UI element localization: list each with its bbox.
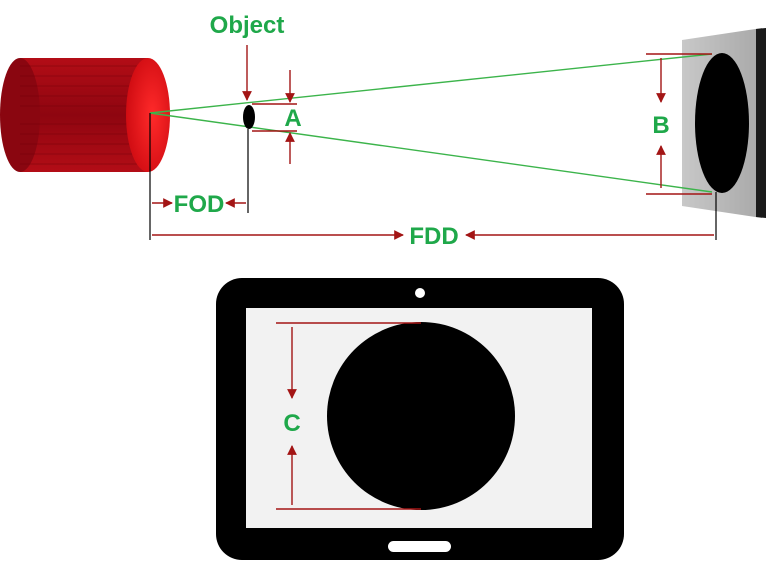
dimension-b — [646, 53, 712, 195]
tablet-home-button[interactable] — [388, 541, 451, 552]
projected-image — [695, 53, 749, 193]
object-label: Object — [210, 12, 285, 39]
displayed-image — [327, 322, 515, 510]
dimension-c — [276, 322, 421, 510]
label-fdd: FDD — [409, 223, 458, 250]
xray-tube — [0, 58, 170, 172]
xray-beam — [149, 53, 713, 193]
label-c: C — [283, 410, 300, 437]
label-b: B — [652, 112, 669, 139]
tablet-display — [216, 278, 624, 560]
label-a: A — [284, 105, 301, 132]
detector-plate — [682, 28, 766, 218]
label-fod: FOD — [174, 191, 225, 218]
object — [243, 105, 255, 213]
tube-face — [126, 58, 170, 172]
dimension-a — [252, 70, 297, 164]
tablet-camera — [415, 288, 425, 298]
